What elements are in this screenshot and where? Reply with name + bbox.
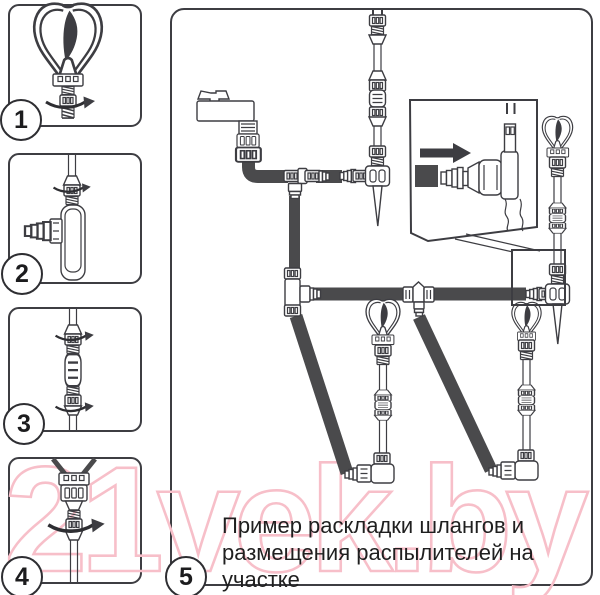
tap-icon [196,90,262,163]
layout-diagram [196,9,574,484]
sprinkler-icon [541,115,574,149]
barbed-connector-icon [440,159,503,196]
sprinkler-icon [511,301,542,334]
top-riser-stake [339,9,391,227]
insert-arrow-icon [420,143,471,163]
caption: Пример раскладки шлангов и размещения ра… [222,512,600,593]
step-number-5: 5 [165,556,207,595]
detail-callout [454,233,566,306]
sprinkler-icon [365,298,401,336]
stake-top-icon [500,103,524,232]
tee-connector-1 [283,167,330,200]
sprinkler-b [488,301,542,481]
step2-tee-valve-icon [23,155,92,281]
caption-line-1: Пример раскладки шлангов и [222,513,525,538]
ground-stake-icon [364,165,391,227]
tee-connector-2 [283,267,322,317]
hose-diagonal-1 [289,313,354,476]
detail-inset [408,99,538,243]
tee-connector-3 [402,281,435,317]
hoses [242,159,526,476]
hose-from-tap [242,159,288,183]
sprinkler-a [344,298,401,484]
caption-line-2: размещения распылителей на участке [222,540,534,592]
step-number-4: 4 [1,556,43,595]
step-number-3: 3 [3,403,45,445]
step-number-2: 2 [1,253,43,295]
step4-sprinkler-base-icon [46,457,107,583]
step-number-1: 1 [0,99,42,141]
hose-diagonal-2 [413,314,497,473]
hose-end [415,165,438,187]
sprinkler-right-stake [525,115,574,345]
step3-coupler-icon [54,309,95,430]
step1-sprinkler-head-icon [32,2,104,119]
